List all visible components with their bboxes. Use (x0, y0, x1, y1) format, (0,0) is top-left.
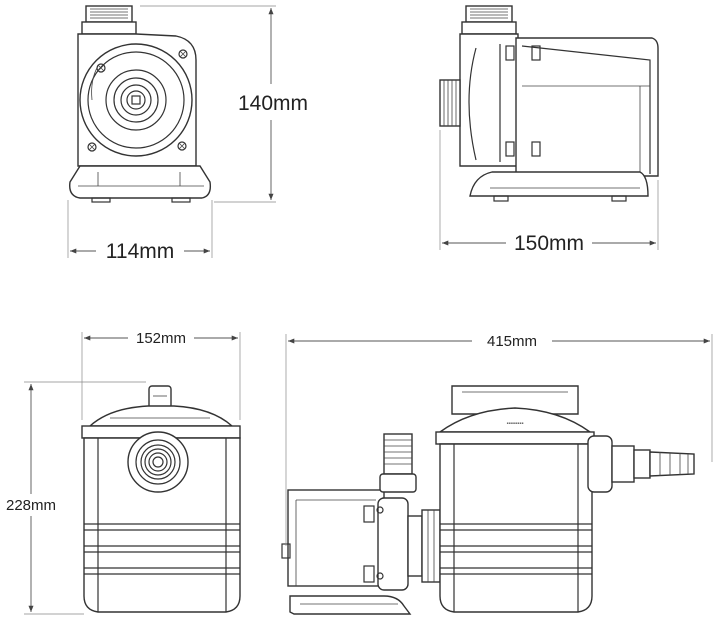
small-pump-side-view: 150mm (439, 5, 659, 255)
small-pump-front-view: 140mm 114mm (67, 5, 308, 263)
large-pump-front-view: 152mm 228mm (6, 330, 241, 615)
large-pump-side-view: ▪▪▪▪▪▪▪▪ 415mm (281, 333, 713, 615)
depth-dimension-label: 150mm (514, 232, 584, 255)
large-length-dimension-label: 415mm (487, 333, 537, 350)
svg-text:▪▪▪▪▪▪▪▪: ▪▪▪▪▪▪▪▪ (506, 421, 523, 427)
large-height-dimension-label: 228mm (6, 497, 56, 514)
width-dimension-label: 114mm (106, 240, 174, 263)
height-dimension-label: 140mm (238, 92, 308, 115)
large-width-dimension-label: 152mm (136, 330, 186, 347)
